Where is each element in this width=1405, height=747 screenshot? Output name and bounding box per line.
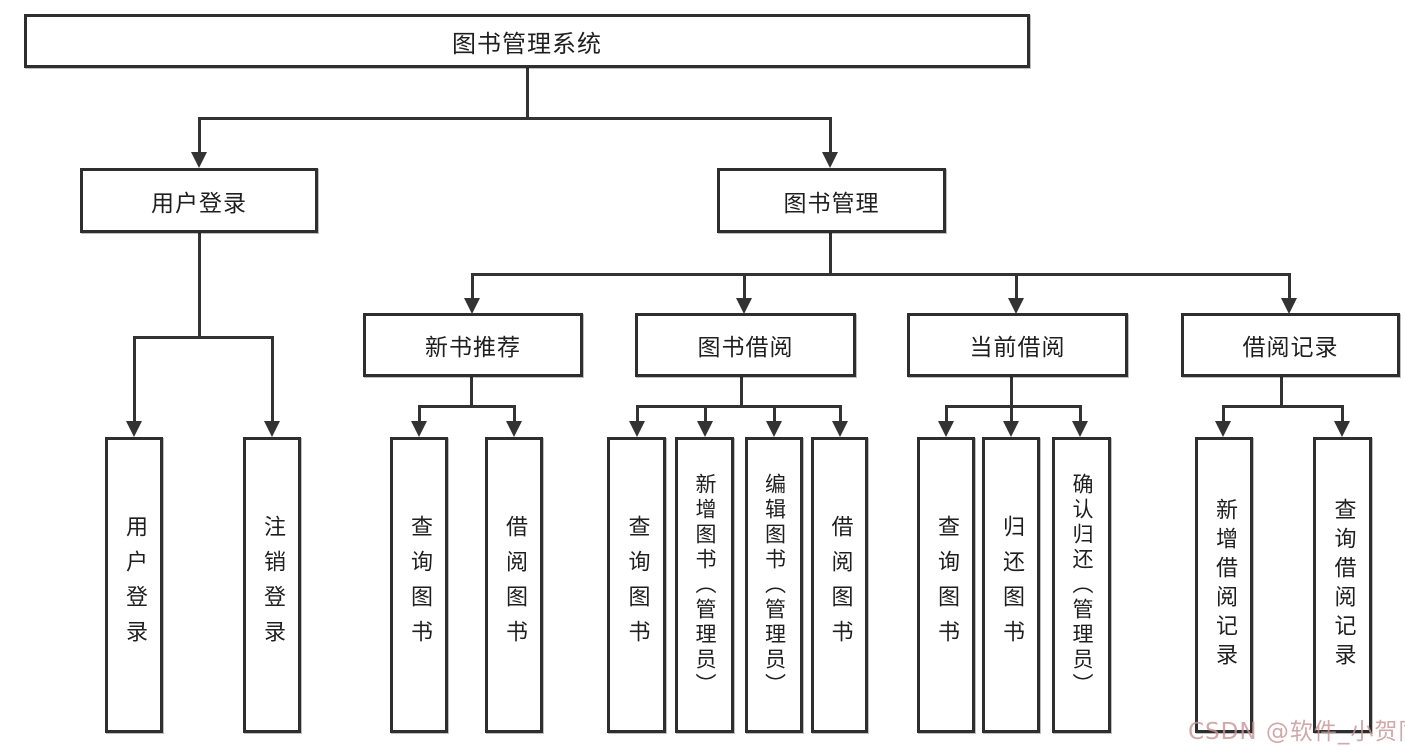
node-book-management: 图书管理 xyxy=(717,168,946,233)
node-book-management-label: 图书管理 xyxy=(783,190,880,217)
node-user-login-label: 用户登录 xyxy=(151,190,247,217)
leaf-return-book: 归还图书 xyxy=(982,437,1040,733)
connector-record-rail xyxy=(1222,405,1343,408)
node-borrow-record: 借阅记录 xyxy=(1181,313,1400,377)
connector-newrec-rail xyxy=(418,405,516,408)
leaf-logout-label: 注销登录 xyxy=(260,515,285,655)
arrow-down-icon xyxy=(832,421,848,437)
arrow-down-icon xyxy=(736,298,752,314)
connector-stub xyxy=(945,405,948,422)
connector-stub-book-mgmt xyxy=(829,117,832,153)
connector-root-drop xyxy=(526,68,529,117)
connector-bookmgmt-drop xyxy=(829,233,832,273)
connector-level2-rail xyxy=(198,117,832,120)
leaf-add-book-admin-label: 新增图书（管理员） xyxy=(693,472,717,698)
arrow-down-icon xyxy=(1334,421,1350,437)
connector-stub xyxy=(1015,273,1018,299)
arrow-down-icon xyxy=(264,421,280,437)
leaf-add-borrow-record: 新增借阅记录 xyxy=(1195,437,1253,733)
arrow-down-icon xyxy=(822,152,838,168)
connector-stub xyxy=(271,336,274,422)
arrow-down-icon xyxy=(506,421,522,437)
node-user-login: 用户登录 xyxy=(80,168,318,233)
connector-borrow-rail xyxy=(636,405,842,408)
arrow-down-icon xyxy=(1281,298,1297,314)
leaf-query-borrow-record: 查询借阅记录 xyxy=(1313,437,1372,733)
connector-record-drop xyxy=(1280,377,1283,405)
arrow-down-icon xyxy=(191,152,207,168)
arrow-down-icon xyxy=(1008,298,1024,314)
leaf-query-book-1: 查询图书 xyxy=(390,437,448,733)
node-book-borrow: 图书借阅 xyxy=(635,313,856,377)
leaf-return-book-label: 归还图书 xyxy=(999,515,1024,655)
leaf-query-book-3-label: 查询图书 xyxy=(934,515,959,655)
leaf-add-book-admin: 新增图书（管理员） xyxy=(675,437,734,733)
connector-stub xyxy=(743,273,746,299)
connector-stub xyxy=(704,405,707,422)
arrow-down-icon xyxy=(464,298,480,314)
arrow-down-icon xyxy=(629,421,645,437)
leaf-confirm-return-admin: 确认归还（管理员） xyxy=(1052,437,1111,733)
node-new-book-recommend-label: 新书推荐 xyxy=(425,335,521,361)
connector-stub xyxy=(1010,405,1013,422)
leaf-query-borrow-record-label: 查询借阅记录 xyxy=(1330,498,1356,672)
node-current-borrow: 当前借阅 xyxy=(907,313,1128,377)
arrow-down-icon xyxy=(1215,421,1231,437)
leaf-borrow-book-1: 借阅图书 xyxy=(485,437,543,733)
arrow-down-icon xyxy=(411,421,427,437)
leaf-query-book-2: 查询图书 xyxy=(607,437,666,733)
connector-userlogin-rail xyxy=(133,336,274,339)
leaf-edit-book-admin-label: 编辑图书（管理员） xyxy=(762,472,787,698)
leaf-query-book-2-label: 查询图书 xyxy=(624,515,650,655)
connector-stub xyxy=(1079,405,1082,422)
arrow-down-icon xyxy=(766,421,782,437)
connector-stub xyxy=(1341,405,1344,422)
connector-stub xyxy=(513,405,516,422)
leaf-query-book-1-label: 查询图书 xyxy=(407,515,432,655)
connector-stub xyxy=(636,405,639,422)
leaf-borrow-book-2-label: 借阅图书 xyxy=(827,515,853,655)
arrow-down-icon xyxy=(938,421,954,437)
connector-stub xyxy=(839,405,842,422)
leaf-add-borrow-record-label: 新增借阅记录 xyxy=(1212,498,1237,672)
connector-current-drop xyxy=(1010,377,1013,405)
leaf-logout: 注销登录 xyxy=(243,437,301,733)
connector-stub xyxy=(418,405,421,422)
node-root-label: 图书管理系统 xyxy=(452,29,602,58)
leaf-user-login: 用户登录 xyxy=(105,437,163,733)
connector-borrow-drop xyxy=(740,377,743,405)
arrow-down-icon xyxy=(1072,421,1088,437)
connector-stub xyxy=(1222,405,1225,422)
node-current-borrow-label: 当前借阅 xyxy=(969,335,1066,361)
arrow-down-icon xyxy=(126,421,142,437)
node-root: 图书管理系统 xyxy=(24,14,1030,68)
connector-newrec-drop xyxy=(470,377,473,405)
node-borrow-record-label: 借阅记录 xyxy=(1242,335,1339,361)
connector-current-rail xyxy=(945,405,1082,408)
arrow-down-icon xyxy=(1003,421,1019,437)
leaf-query-book-3: 查询图书 xyxy=(917,437,975,733)
leaf-borrow-book-1-label: 借阅图书 xyxy=(502,515,527,655)
connector-stub xyxy=(133,336,136,422)
leaf-user-login-label: 用户登录 xyxy=(122,515,147,655)
csdn-watermark: CSDN @软件_小贺同学 xyxy=(1188,719,1405,745)
connector-userlogin-drop xyxy=(198,233,201,336)
connector-stub xyxy=(471,273,474,299)
connector-stub-user-login xyxy=(198,117,201,153)
leaf-confirm-return-admin-label: 确认归还（管理员） xyxy=(1070,472,1094,698)
leaf-borrow-book-2: 借阅图书 xyxy=(811,437,868,733)
arrow-down-icon xyxy=(697,421,713,437)
node-book-borrow-label: 图书借阅 xyxy=(697,335,794,361)
leaf-edit-book-admin: 编辑图书（管理员） xyxy=(745,437,803,733)
node-new-book-recommend: 新书推荐 xyxy=(363,313,583,377)
connector-stub xyxy=(773,405,776,422)
connector-level3-rail xyxy=(471,273,1291,276)
connector-stub xyxy=(1288,273,1291,299)
